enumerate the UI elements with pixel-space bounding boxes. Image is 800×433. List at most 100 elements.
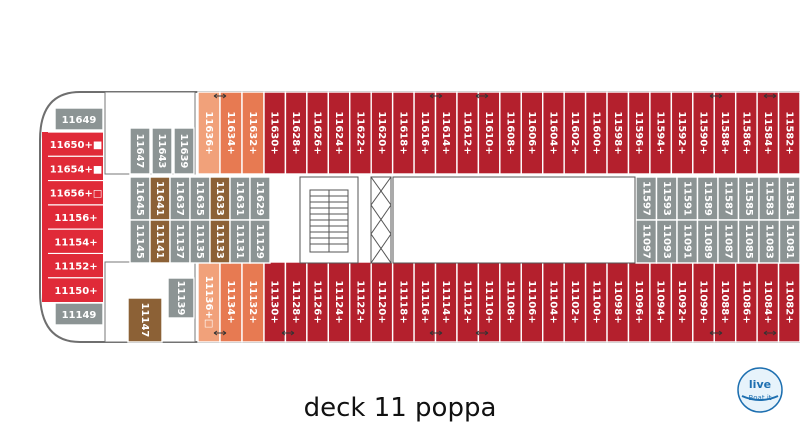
- cabin-number: 11600+: [590, 111, 601, 154]
- cabin-number: 11645: [134, 181, 145, 216]
- cabin-upper-red: 11590+: [692, 91, 715, 175]
- cabin-aft-suite: 11650+■: [48, 131, 103, 151]
- cabin-number: 11088+: [719, 280, 730, 323]
- cabin-lower-red: 11092+: [670, 261, 694, 343]
- connecting-arrow: [763, 93, 777, 99]
- cabin-number: 11086+: [740, 280, 751, 323]
- cabin-number: 11104+: [547, 280, 558, 323]
- cabin-number: 11084+: [762, 280, 773, 323]
- connecting-arrow: [213, 93, 227, 99]
- cabin-number: 11612+: [462, 111, 473, 154]
- cabin-number: 11639: [178, 134, 189, 169]
- cabin-number: 11091: [681, 224, 692, 259]
- cabin-lower-red: 11084+: [756, 261, 780, 343]
- cabin-number: 11602+: [569, 111, 580, 154]
- cabin-inner-right-bottom: 11097: [635, 219, 658, 264]
- cabin-number: 11596+: [633, 111, 644, 154]
- cabin-upper-red: 11596+: [627, 91, 651, 175]
- cabin-aft-suite: 11654+■: [48, 155, 103, 175]
- cabin-number: 11133: [214, 224, 225, 259]
- cabin-upper-small: 11647: [129, 127, 151, 175]
- cabin-number: 11089: [702, 224, 713, 259]
- cabin-number: 11604+: [547, 111, 558, 154]
- cabin-number: 11587: [722, 181, 733, 216]
- cabin-upper-red: 11616+: [413, 91, 437, 175]
- cabin-number: 11106+: [526, 280, 537, 323]
- cabin-number: 11629: [254, 181, 265, 216]
- cabin-number: 11124+: [333, 280, 344, 323]
- cabin-number: 11620+: [376, 111, 387, 154]
- cabin-upper-orange: 11636+: [197, 91, 221, 175]
- cabin-number: 11626+: [312, 111, 323, 154]
- connecting-arrow: [429, 330, 443, 336]
- cabin-block: [127, 297, 163, 343]
- cabin-inner-left-bottom: 11133: [209, 219, 231, 264]
- cabin-upper-red: 11614+: [434, 91, 458, 175]
- cabin-lower-red: 11104+: [542, 261, 565, 343]
- cabin-upper-red: 11610+: [477, 91, 501, 175]
- cabin-inner-left-bottom: 11145: [129, 219, 151, 264]
- cabin-number: 11637: [174, 181, 185, 216]
- cabin-number: 11110+: [483, 280, 494, 323]
- connecting-arrow: [475, 93, 489, 99]
- cabin-number: 11136+□: [203, 276, 214, 329]
- cabin-inner-right-bottom: 11087: [717, 219, 740, 264]
- cabin-lower-orange: 11134+: [219, 261, 243, 343]
- cabin-inner-right-bottom: 11089: [696, 219, 719, 264]
- cabin-number: 11100+: [590, 280, 601, 323]
- cabin-number: 11139: [175, 281, 186, 316]
- cabin-number: 11650+■: [50, 140, 103, 151]
- cabin-number: 11622+: [354, 111, 365, 154]
- cabin-upper-red: 11620+: [370, 91, 394, 175]
- cabin-number: 11616+: [419, 111, 430, 154]
- cabin-number: 11154+: [54, 237, 97, 248]
- cabin-number: 11096+: [633, 280, 644, 323]
- cabin-number: 11120+: [376, 280, 387, 323]
- central-service-area: [392, 176, 636, 264]
- svg-text:Boat.it: Boat.it: [748, 394, 771, 402]
- cabin-lower-small: 11147: [127, 297, 163, 343]
- cabin-aft-top: 11649: [54, 107, 104, 131]
- cabin-upper-red: 11600+: [584, 91, 608, 175]
- aft-cabins: 116491114911650+■11654+■11656+□11156+111…: [42, 107, 104, 326]
- cabin-number: 11594+: [655, 111, 666, 154]
- cabin-number: 11137: [174, 224, 185, 259]
- elevator-shaft: [370, 176, 392, 264]
- cabin-number: 11606+: [526, 111, 537, 154]
- cabin-upper-red: 11630+: [263, 91, 287, 175]
- cabin-number: 11647: [134, 134, 145, 169]
- cabin-upper-red: 11618+: [391, 91, 415, 175]
- cabin-inner-left-bottom: 11137: [169, 219, 191, 264]
- cabin-inner-right-bottom: 11091: [676, 219, 699, 264]
- cabin-inner-left-top: 11635: [189, 176, 211, 221]
- cabin-number: 11152+: [54, 262, 97, 273]
- cabin-number: 11085: [743, 224, 754, 259]
- cabin-lower-red: 11114+: [434, 261, 458, 343]
- cabin-number: 11630+: [269, 111, 280, 154]
- cabin-block: [249, 219, 271, 264]
- cabin-inner-right-bottom: 11085: [737, 219, 760, 264]
- cabin-number: 11150+: [54, 286, 97, 297]
- cabin-lower-red: 11100+: [584, 261, 608, 343]
- cabin-number: 11649: [62, 115, 97, 126]
- deck-caption: deck 11 poppa: [303, 393, 497, 423]
- cabin-lower-red: 11086+: [734, 261, 758, 343]
- cabin-number: 11582+: [783, 111, 794, 154]
- cabin-inner-right-top: 11597: [635, 176, 658, 221]
- cabin-number: 11581: [784, 181, 795, 216]
- cabin-inner-right-bottom: 11083: [758, 219, 781, 264]
- cabin-number: 11584+: [762, 111, 773, 154]
- cabin-number: 11608+: [505, 111, 516, 154]
- connecting-arrow: [709, 93, 723, 99]
- cabin-lower-red: 11108+: [499, 261, 522, 343]
- cabin-number: 11585: [743, 181, 754, 216]
- cabin-inner-right-top: 11581: [778, 176, 800, 221]
- cabin-lower-red: 11112+: [456, 261, 480, 343]
- cabin-number: 11128+: [290, 280, 301, 323]
- cabin-number: 11643: [156, 134, 167, 169]
- cabin-block: [129, 127, 151, 175]
- cabin-number: 11590+: [698, 111, 709, 154]
- cabin-number: 11112+: [462, 280, 473, 323]
